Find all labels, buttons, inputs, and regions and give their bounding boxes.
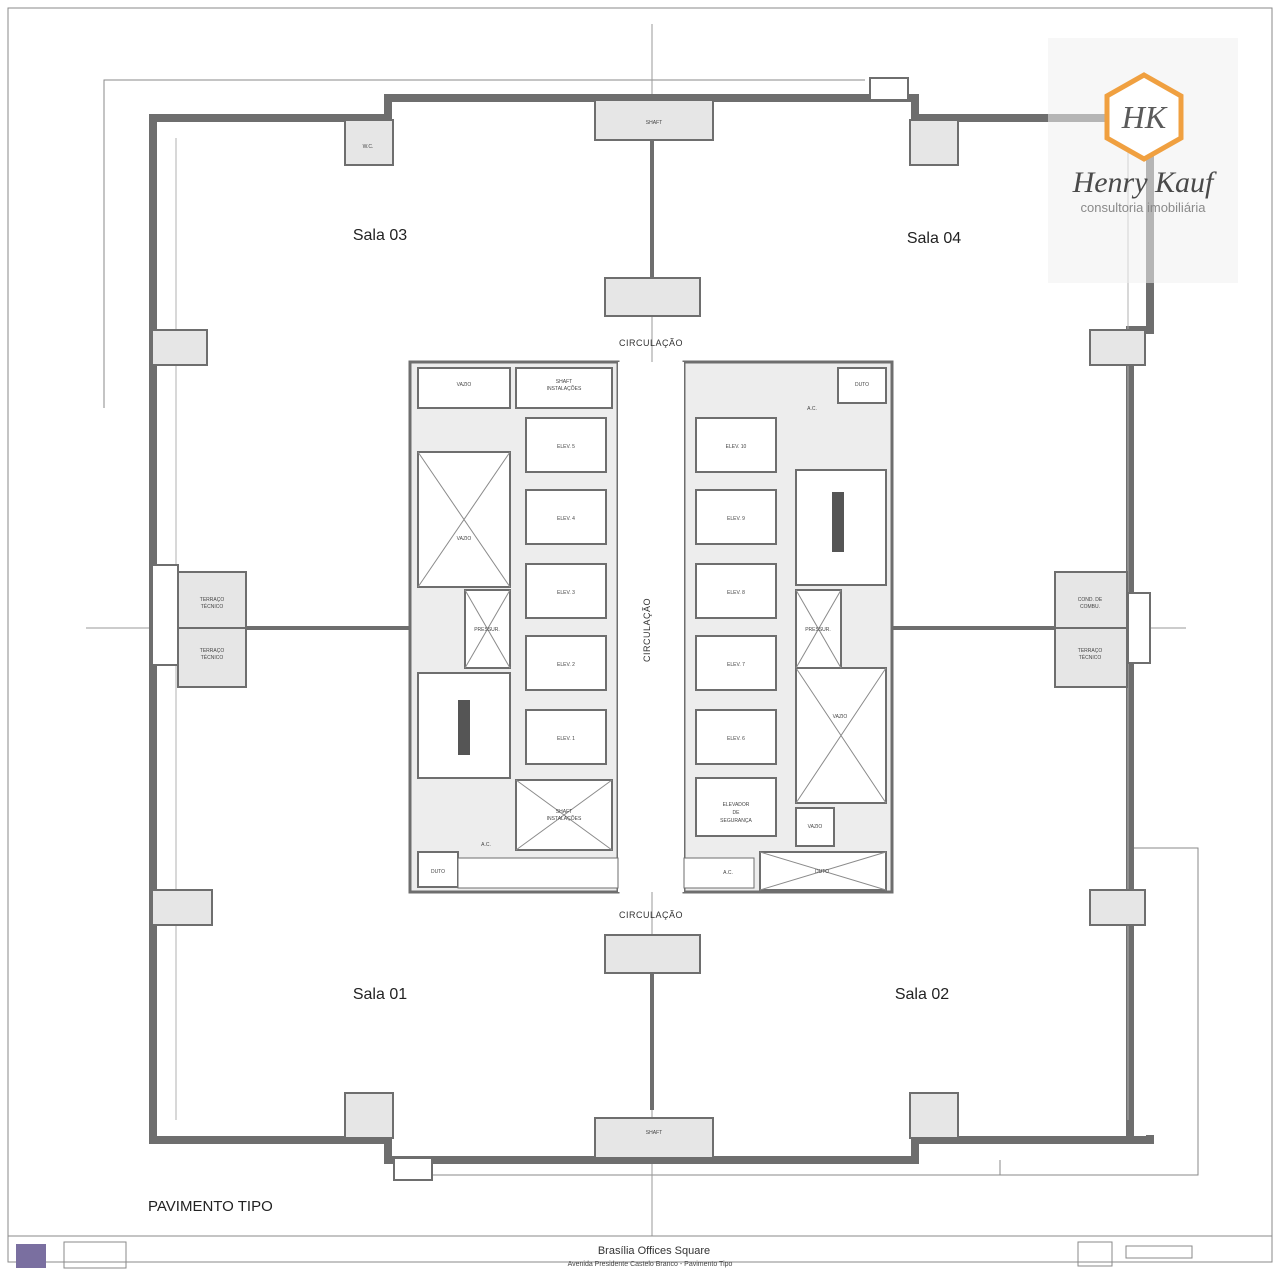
duto-label-right-top: DUTO	[855, 382, 869, 388]
title-block-stamp-icon	[16, 1244, 46, 1268]
terrace-right-bottom-label-1: TERRAÇO	[1078, 648, 1103, 654]
elev-8-label: ELEV. 8	[727, 590, 745, 596]
logo-name: Henry Kauf	[1072, 166, 1214, 199]
logo-subtitle: consultoria imobiliária	[1080, 200, 1206, 215]
ac-label-left: A.C.	[481, 842, 491, 848]
shaft-label-bottom: SHAFT	[646, 1130, 662, 1136]
floor-title: PAVIMENTO TIPO	[148, 1198, 273, 1215]
security-elevator-label-2: DE	[733, 810, 741, 816]
room-sala-03: Sala 03	[353, 227, 407, 244]
circulation-top-label: CIRCULAÇÃO	[619, 338, 683, 348]
security-elevator-label-1: ELEVADOR	[723, 802, 750, 808]
terrace-left-top-label-2: TÉCNICO	[201, 603, 224, 610]
building-outline	[149, 94, 1154, 1164]
terrace-left-bottom-label-1: TERRAÇO	[200, 648, 225, 654]
shaft-inst-bottom-1: SHAFT	[556, 809, 572, 815]
elevators-right	[695, 417, 777, 765]
company-logo: HK Henry Kauf consultoria imobiliária	[1048, 38, 1238, 283]
circulation-center-label: CIRCULAÇÃO	[642, 598, 652, 662]
project-address: Avenida Presidente Castelo Branco - Pavi…	[568, 1261, 733, 1268]
shaft-inst-bottom-2: INSTALAÇÕES	[547, 815, 582, 822]
vazio-label-left: VAZIO	[457, 536, 472, 542]
terrace-right-top-label-1: COND. DE	[1078, 597, 1103, 603]
wc-label: W.C.	[363, 144, 374, 150]
elevators-left	[525, 417, 607, 765]
vazio-label-top: VAZIO	[457, 382, 472, 388]
ac-label-right-bottom: A.C.	[723, 870, 733, 876]
central-core	[408, 360, 894, 894]
pressur-label-right: PRESSUR.	[805, 627, 831, 633]
room-sala-04: Sala 04	[907, 230, 961, 247]
shaft-inst-top-1: SHAFT	[556, 379, 572, 385]
terraces: TERRAÇO TÉCNICO TERRAÇO TÉCNICO COND. DE…	[151, 564, 1151, 688]
elev-4-label: ELEV. 4	[557, 516, 575, 522]
shaft-label-top: SHAFT	[646, 120, 662, 126]
vazio-label-right: VAZIO	[833, 714, 848, 720]
sheet-border	[7, 7, 1273, 1263]
shaft-inst-top-2: INSTALAÇÕES	[547, 385, 582, 392]
elev-2-label: ELEV. 2	[557, 662, 575, 668]
pressur-label-left: PRESSUR.	[474, 627, 500, 633]
security-elevator-label-3: SEGURANÇA	[720, 818, 752, 824]
elev-10-label: ELEV. 10	[726, 444, 747, 450]
vazio-label-right-small: VAZIO	[808, 824, 823, 830]
terrace-right-bottom-label-2: TÉCNICO	[1079, 654, 1102, 661]
elev-1-label: ELEV. 1	[557, 736, 575, 742]
elev-5-label: ELEV. 5	[557, 444, 575, 450]
wc-corner-group	[151, 77, 1146, 1181]
hexagon-logo-icon: HK	[1104, 72, 1184, 162]
terrace-left-top-label-1: TERRAÇO	[200, 597, 225, 603]
terrace-right-top-label-2: COMBU.	[1080, 604, 1100, 610]
elev-7-label: ELEV. 7	[727, 662, 745, 668]
project-name: Brasília Offices Square	[598, 1245, 710, 1257]
circulation-bottom-label: CIRCULAÇÃO	[619, 910, 683, 920]
elev-9-label: ELEV. 9	[727, 516, 745, 522]
duto-label-right-bottom: DUTO	[815, 869, 829, 875]
room-sala-02: Sala 02	[895, 986, 949, 1003]
elev-3-label: ELEV. 3	[557, 590, 575, 596]
elev-6-label: ELEV. 6	[727, 736, 745, 742]
room-sala-01: Sala 01	[353, 986, 407, 1003]
ac-label-right-top: A.C.	[807, 406, 817, 412]
duto-label-left: DUTO	[431, 869, 445, 875]
terrace-left-bottom-label-2: TÉCNICO	[201, 654, 224, 661]
logo-monogram: HK	[1121, 99, 1168, 135]
